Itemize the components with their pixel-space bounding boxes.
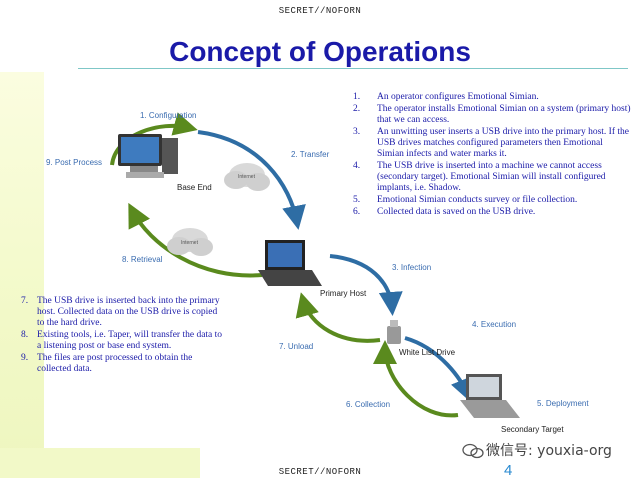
arrow-configuration xyxy=(110,112,198,166)
steps-list-right: 1.An operator configures Emotional Simia… xyxy=(353,92,631,219)
primary-host-label: Primary Host xyxy=(320,289,367,298)
label-infection: 3. Infection xyxy=(392,263,431,272)
primary-host-laptop xyxy=(258,240,322,286)
label-retrieval: 8. Retrieval xyxy=(122,255,163,264)
label-deployment: 5. Deployment xyxy=(537,399,589,408)
arrow-collection xyxy=(373,340,459,418)
list-item: 9.The files are post processed to obtain… xyxy=(21,353,193,374)
arrow-unload xyxy=(295,292,381,343)
list-item: 5.Emotional Simian conducts survey or fi… xyxy=(353,195,578,205)
slide-background-gradient xyxy=(0,72,44,478)
arrow-infection xyxy=(329,254,403,316)
arrow-retrieval xyxy=(128,202,263,278)
list-item: 6.Collected data is saved on the USB dri… xyxy=(353,207,536,217)
classification-bottom: SECRET//NOFORN xyxy=(278,467,362,477)
classification-top: SECRET//NOFORN xyxy=(278,6,362,16)
steps-list-left: 7.The USB drive is inserted back into th… xyxy=(21,296,226,376)
slide-title: Concept of Operations xyxy=(169,36,471,67)
list-item: 1.An operator configures Emotional Simia… xyxy=(353,92,539,102)
white-list-drive-label: White List Drive xyxy=(399,348,456,357)
list-item: 4.The USB drive is inserted into a machi… xyxy=(353,161,606,193)
arrow-execution xyxy=(404,336,474,403)
label-collection: 6. Collection xyxy=(346,400,390,409)
title-rule xyxy=(78,68,628,69)
secondary-target-label: Secondary Target xyxy=(501,425,564,434)
wechat-icon xyxy=(462,443,484,459)
slide-background-strip xyxy=(0,448,200,478)
internet-label-1: Internet xyxy=(238,174,256,180)
label-transfer: 2. Transfer xyxy=(291,150,330,159)
watermark-text: 微信号: youxia-org xyxy=(486,443,612,459)
page-number: 4 xyxy=(504,462,513,479)
list-item: 7.The USB drive is inserted back into th… xyxy=(21,296,220,328)
base-end-computer xyxy=(118,134,178,178)
secondary-target-laptop xyxy=(460,374,520,418)
list-item: 2.The operator installs Emotional Simian… xyxy=(353,104,631,125)
internet-cloud-icon-1 xyxy=(224,163,270,191)
internet-label-2: Internet xyxy=(181,240,199,246)
internet-cloud-icon-2 xyxy=(167,228,213,256)
label-post-process: 9. Post Process xyxy=(46,158,102,167)
arrow-transfer xyxy=(197,130,306,230)
usb-drive-icon xyxy=(387,320,401,344)
base-end-label: Base End xyxy=(177,183,212,192)
label-unload: 7. Unload xyxy=(279,342,313,351)
list-item: 3.An unwitting user inserts a USB drive … xyxy=(353,127,629,159)
label-execution: 4. Execution xyxy=(472,320,516,329)
list-item: 8.Existing tools, i.e. Taper, will trans… xyxy=(21,330,223,351)
label-configuration: 1. Configuration xyxy=(140,111,196,120)
